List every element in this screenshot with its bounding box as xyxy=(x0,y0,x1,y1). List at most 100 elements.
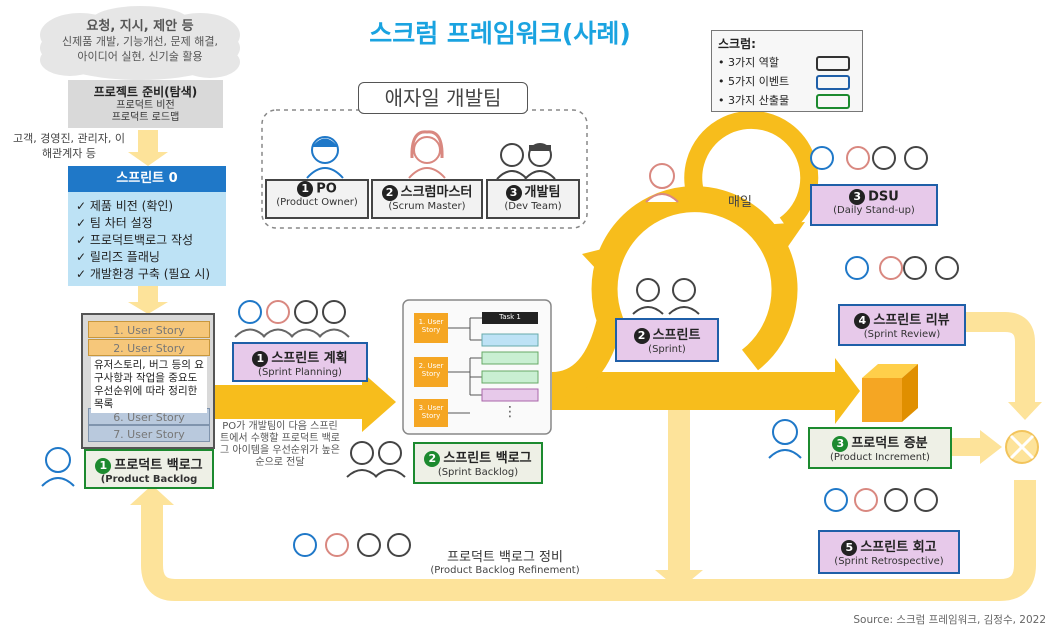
daily-loop-head xyxy=(760,222,805,258)
legend-item-artifacts: • 3가지 산출물 xyxy=(718,90,856,111)
sprint0-item-backlog: ✓ 프로덕트백로그 작성 xyxy=(76,233,194,247)
dev-person-icon-2 xyxy=(524,143,556,180)
increment-sub: (Product Increment) xyxy=(830,451,930,463)
refinement-arrowhead xyxy=(130,485,174,505)
review-flow xyxy=(965,312,1035,405)
legend-label-roles: • 3가지 역할 xyxy=(718,56,779,69)
cloud-line-3: 아이디어 실현, 신기술 활용 xyxy=(77,50,203,63)
role-po-sub: (Product Owner) xyxy=(276,197,358,208)
increment-arrow xyxy=(552,372,837,410)
arrow-down-1-head xyxy=(128,152,168,166)
sprint-name: 스프린트 xyxy=(652,328,701,343)
retro-sub: (Sprint Retrospective) xyxy=(834,555,944,567)
stakeholders-line-2: 해관계자 등 xyxy=(41,147,97,160)
legend-title: 스크럼: xyxy=(718,37,756,51)
legend-swatch-events xyxy=(816,75,850,90)
sb-sub: (Sprint Backlog) xyxy=(437,466,519,478)
sprint0-item-release: ✓ 릴리즈 플래닝 xyxy=(76,250,160,264)
role-sm-name: 스크럼마스터 xyxy=(400,185,473,200)
retro-people-icons xyxy=(824,488,938,512)
sprint-backlog-people-icons xyxy=(346,441,406,478)
arrow-down-2-head xyxy=(128,302,168,314)
legend-swatch-artifacts xyxy=(816,94,850,109)
backlog-note: 유저스토리, 버그 등의 요구사항과 작업을 중요도 우선순위에 따라 정리한 … xyxy=(91,357,207,413)
legend-label-artifacts: • 3가지 산출물 xyxy=(718,94,790,107)
sb-story-1-box xyxy=(414,313,448,343)
task-2-box xyxy=(481,333,539,347)
planning-arrowhead xyxy=(362,372,396,432)
retro-num: 5 xyxy=(841,539,858,556)
increment-num: 3 xyxy=(832,435,849,452)
refinement-label: 프로덕트 백로그 정비 (Product Backlog Refinement) xyxy=(420,546,590,576)
agile-team-title: 애자일 개발팀 xyxy=(358,82,528,114)
legend-box: 스크럼: • 3가지 역할 • 5가지 이벤트 • 3가지 산출물 xyxy=(711,30,863,112)
sprint0-body: ✓ 제품 비전 (확인) ✓ 팀 차터 설정 ✓ 프로덕트백로그 작성 ✓ 릴리… xyxy=(68,192,226,286)
sprint-num: 2 xyxy=(633,327,650,344)
project-prep-line-2: 프로덕트 로드맵 xyxy=(111,112,180,123)
legend-swatch-roles xyxy=(816,56,850,71)
arrow-down-1 xyxy=(138,130,158,154)
agile-team-box xyxy=(261,109,588,229)
pb-num: 1 xyxy=(95,457,112,474)
sb-name: 스프린트 백로그 xyxy=(443,451,532,466)
cloud-shape xyxy=(40,6,240,80)
refinement-sub: (Product Backlog Refinement) xyxy=(430,565,580,576)
increment-flow xyxy=(952,438,982,456)
backlog-story-7: 7. User Story xyxy=(88,425,210,442)
pb-sub: (Product Backlog xyxy=(100,473,198,485)
sprint0-item-vision: ✓ 제품 비전 (확인) xyxy=(76,199,174,213)
planning-num: 1 xyxy=(252,350,269,367)
source-note: Source: 스크럼 프레임워크, 김정수, 2022 xyxy=(853,614,1046,626)
sm-person-icon xyxy=(408,130,446,179)
review-sub: (Sprint Review) xyxy=(863,328,941,340)
sb-task-1: Task 1 xyxy=(499,313,521,321)
review-flow-head xyxy=(1008,402,1042,420)
task-4-box xyxy=(481,370,539,384)
planning-name: 스프린트 계획 xyxy=(271,351,348,366)
project-prep-box: 프로젝트 준비(탐색) 프로덕트 비전 프로덕트 로드맵 xyxy=(68,80,223,128)
project-prep-title: 프로젝트 준비(탐색) xyxy=(93,85,198,99)
role-dev-num: 3 xyxy=(505,184,522,201)
sm-sprint-person-icon xyxy=(645,163,679,203)
task-1-box xyxy=(482,312,538,324)
sprint-down-arrow xyxy=(668,405,690,573)
dsu-sub: (Daily Stand-up) xyxy=(833,205,915,216)
refinement-name: 프로덕트 백로그 정비 xyxy=(447,550,563,565)
po-note: PO가 개발팀이 다음 스프린트에서 수행할 프로덕트 백로그 아이템을 우선순… xyxy=(220,421,340,468)
refinement-loop xyxy=(141,480,1036,601)
daily-label: 매일 xyxy=(728,195,752,210)
legend-label-events: • 5가지 이벤트 xyxy=(718,75,790,88)
sb-story-3-box xyxy=(414,399,448,427)
sprint-loop-head xyxy=(582,242,630,286)
sprint-loop xyxy=(551,186,798,398)
retro-name: 스프린트 회고 xyxy=(860,540,937,555)
increment-flow-head xyxy=(980,430,1002,464)
arrow-down-2 xyxy=(138,286,158,304)
merge-x xyxy=(1009,434,1035,460)
review-num: 4 xyxy=(854,312,871,329)
increment-arrowhead xyxy=(835,358,860,424)
task-3-box xyxy=(481,351,539,365)
increment-po-icon xyxy=(768,419,802,459)
sb-connectors xyxy=(448,317,482,414)
dsu-people-icons xyxy=(810,146,928,170)
sprint0-item-env: ✓ 개발환경 구축 (필요 시) xyxy=(76,267,211,281)
stakeholders-label: 고객, 경영진, 관리자, 이 해관계자 등 xyxy=(4,131,134,161)
backlog-story-1: 1. User Story xyxy=(88,321,210,338)
po-person-icon xyxy=(306,136,344,179)
role-po-name: PO xyxy=(316,181,337,197)
sb-story-2: 2. User Story xyxy=(418,362,444,378)
refinement-people-icons xyxy=(293,533,411,557)
planning-sub: (Sprint Planning) xyxy=(258,366,342,378)
